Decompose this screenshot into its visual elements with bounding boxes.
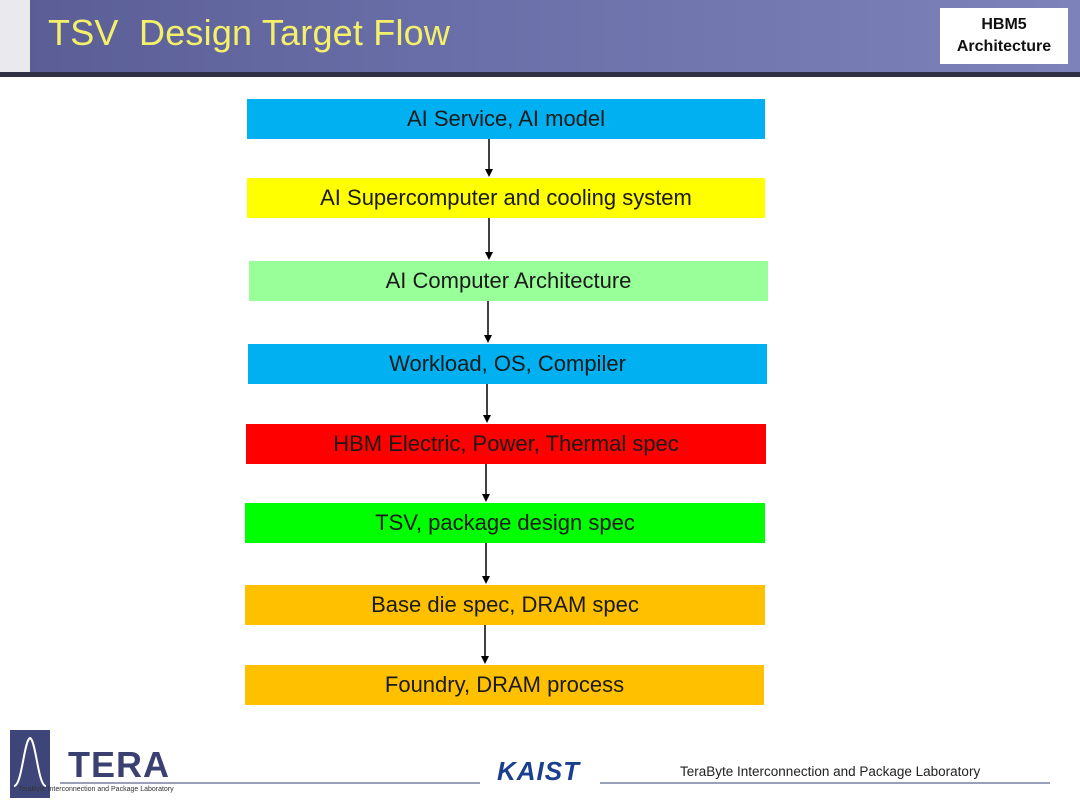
kaist-logo: KAIST xyxy=(497,756,580,786)
flow-step-foundry: Foundry, DRAM process xyxy=(245,665,764,705)
flow-arrow xyxy=(482,464,490,502)
flow-arrow xyxy=(481,625,489,664)
flow-step-tsv-package: TSV, package design spec xyxy=(245,503,765,543)
flow-step-hbm-spec: HBM Electric, Power, Thermal spec xyxy=(246,424,766,464)
flow-step-ai-computer-architecture: AI Computer Architecture xyxy=(249,261,768,301)
flow-step-ai-service: AI Service, AI model xyxy=(247,99,765,139)
tera-logo: TERA xyxy=(68,744,170,785)
flow-arrow xyxy=(483,384,491,423)
hbm5-badge: HBM5 Architecture xyxy=(940,8,1068,64)
tera-logo-subtitle: TeraByte Interconnection and Package Lab… xyxy=(18,786,174,793)
title-divider xyxy=(0,72,1080,77)
tera-logo-mark xyxy=(10,730,50,798)
flow-step-workload: Workload, OS, Compiler xyxy=(248,344,767,384)
flow-step-base-die: Base die spec, DRAM spec xyxy=(245,585,765,625)
flow-arrow xyxy=(485,139,493,177)
flow-step-ai-supercomputer: AI Supercomputer and cooling system xyxy=(247,178,765,218)
lab-name: TeraByte Interconnection and Package Lab… xyxy=(680,764,981,779)
badge-line-2: Architecture xyxy=(956,38,1052,55)
slide-title: TSV Design Target Flow xyxy=(48,12,451,53)
badge-line-1: HBM5 xyxy=(981,16,1027,33)
flow-arrow xyxy=(484,301,492,343)
title-bar-accent xyxy=(0,0,30,72)
title-bar xyxy=(0,0,1080,72)
waveform-icon xyxy=(13,736,47,787)
footer-rule-left xyxy=(60,782,480,784)
footer-rule-right xyxy=(600,782,1050,784)
flow-arrow xyxy=(482,543,490,584)
flow-arrow xyxy=(485,218,493,260)
